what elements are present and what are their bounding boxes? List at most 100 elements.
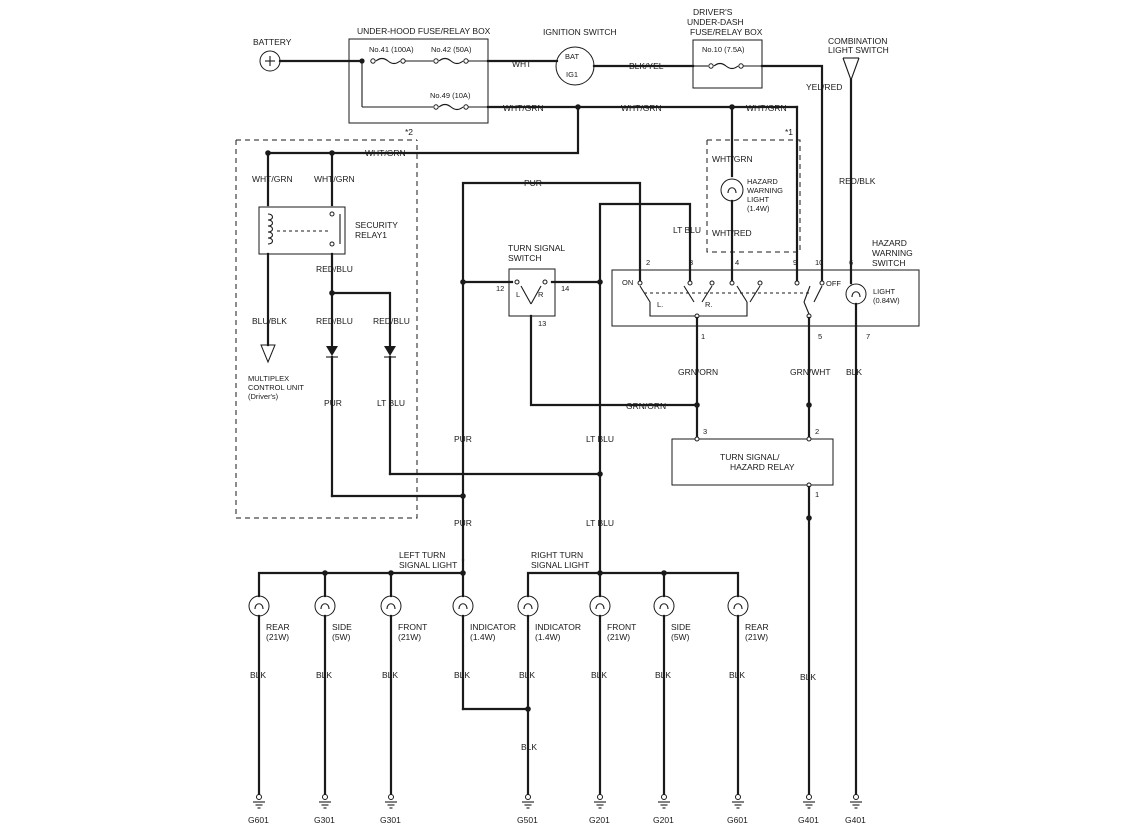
lamp-wire-label: BLK <box>382 670 398 680</box>
lamp-name: FRONT <box>607 622 636 632</box>
wire-wht-grn-2: WHT/GRN <box>621 103 662 113</box>
note-2-label: *2 <box>405 127 413 137</box>
under-dash-box-label-2: UNDER-DASH <box>687 17 744 27</box>
wire-blk-yel-label: BLK/YEL <box>629 61 664 71</box>
lamp-5: INDICATOR(1.4W) BLK <box>517 595 581 797</box>
wire-red-blu-3: RED/BLU <box>373 316 410 326</box>
bulb-icon <box>517 595 539 617</box>
ignition-bat-label: BAT <box>565 52 579 61</box>
lamp-watt: (21W) <box>266 632 289 642</box>
hazard-switch-bulb-icon <box>845 283 867 305</box>
ground-label: G401 <box>798 815 819 825</box>
lamp-name: INDICATOR <box>535 622 581 632</box>
filament-icon <box>659 603 669 610</box>
wire-wht-label: WHT <box>512 59 531 69</box>
ground-g301: G301 <box>314 794 335 825</box>
hazard-pin-2: 2 <box>646 258 650 267</box>
ignition-ig1-label: IG1 <box>566 70 578 79</box>
multiplex-label-1: MULTIPLEX <box>248 374 289 383</box>
wire-lt-blu-top: LT BLU <box>673 225 701 235</box>
turn-switch-l: L <box>516 290 520 299</box>
bulb-icon <box>248 595 270 617</box>
wire-lt-blu-sec: LT BLU <box>377 398 405 408</box>
lamp-name: FRONT <box>398 622 427 632</box>
wire-wht-grn-6: WHT/GRN <box>314 174 355 184</box>
ground-label: G201 <box>589 815 610 825</box>
lamp-name: SIDE <box>671 622 691 632</box>
hazard-light-label-2: WARNING <box>747 186 783 195</box>
lamp-watt: (21W) <box>607 632 630 642</box>
lamp-name: INDICATOR <box>470 622 516 632</box>
filament-icon <box>595 603 605 610</box>
hazard-light-bulb-label-1: LIGHT <box>873 287 896 296</box>
filament-icon <box>523 603 533 610</box>
hazard-pin-7: 7 <box>866 332 870 341</box>
lamp-watt: (21W) <box>745 632 768 642</box>
turn-switch-pin-14: 14 <box>561 284 569 293</box>
wire-wht-grn-5: WHT/GRN <box>252 174 293 184</box>
lamp-name: REAR <box>745 622 769 632</box>
turn-switch-pin-13: 13 <box>538 319 546 328</box>
bulb-icon <box>314 595 336 617</box>
bulb-icon <box>452 595 474 617</box>
wire-wht-grn-1: WHT/GRN <box>503 103 544 113</box>
bulb-icon <box>727 595 749 617</box>
wire-grn-wht-label: GRN/WHT <box>790 367 831 377</box>
lamp-2: SIDE(5W)BLK <box>314 595 352 797</box>
lamp-wire-label: BLK <box>729 670 745 680</box>
under-dash-box-label-1: DRIVER'S <box>693 7 733 17</box>
hazard-l-label: L. <box>657 300 663 309</box>
lamp-3: FRONT(21W) BLK <box>380 595 427 797</box>
wire-lt-blu-mid: LT BLU <box>586 434 614 444</box>
security-relay-section: *2 WHT/GRN WHT/GRN SECURITY RELAY1 RED/B… <box>235 127 602 519</box>
multiplex-ground-symbol <box>260 344 276 364</box>
filament-icon <box>320 603 330 610</box>
drivers-under-dash-fuse-relay-box: DRIVER'S UNDER-DASH FUSE/RELAY BOX No.10… <box>687 7 763 89</box>
hazard-light-label-4: (1.4W) <box>747 204 770 213</box>
ground-label: G301 <box>314 815 335 825</box>
hazard-warning-light-section: *1 WHT/GRN HAZARD WARNING LIGHT (1.4W) W… <box>706 105 801 285</box>
bulb-icon <box>589 595 611 617</box>
hazard-warning-bulb-icon <box>720 178 744 202</box>
note-1-label: *1 <box>785 127 793 137</box>
wire-blk-relay: BLK <box>800 672 816 682</box>
lamp-wire-label: BLK <box>316 670 332 680</box>
wire-pur-mid: PUR <box>454 434 472 444</box>
lamp-6: FRONT(21W)BLK <box>589 595 636 797</box>
hazard-pin-9: 9 <box>793 258 797 267</box>
hazard-pin-4: 4 <box>735 258 739 267</box>
hazard-warning-switch: HAZARD WARNING SWITCH 2 3 4 9 10 6 ON OF… <box>611 238 920 341</box>
lamp-watt: (21W) <box>398 632 421 642</box>
lamp-name: REAR <box>266 622 290 632</box>
combination-light-switch: COMBINATION LIGHT SWITCH <box>828 36 889 82</box>
fuse-42-label: No.42 (50A) <box>431 45 472 54</box>
lamp-watt: (1.4W) <box>535 632 561 642</box>
ground-g601: G601 <box>727 794 748 825</box>
relay-label-2: HAZARD RELAY <box>730 462 795 472</box>
multiplex-label-3: (Driver's) <box>248 392 279 401</box>
lamp-layer: REAR(21W)BLKSIDE(5W)BLKFRONT(21W)BLKINDI… <box>248 595 769 797</box>
fuse-49-label: No.49 (10A) <box>430 91 471 100</box>
ground-label: G301 <box>380 815 401 825</box>
hazard-on-label: ON <box>622 278 633 287</box>
filament-icon <box>386 603 396 610</box>
wire-red-blu-2: RED/BLU <box>316 316 353 326</box>
wire-lt-blu-low: LT BLU <box>586 518 614 528</box>
diode-right-icon <box>384 346 396 356</box>
lamp-1: REAR(21W)BLK <box>248 595 290 797</box>
lamp-wire-label: BLK <box>519 670 535 680</box>
wire-blk-hazard: BLK <box>846 367 862 377</box>
ground-label: G501 <box>517 815 538 825</box>
hazard-pin-10: 10 <box>815 258 823 267</box>
lamp-watt: (5W) <box>671 632 690 642</box>
ground-label: G201 <box>653 815 674 825</box>
turn-switch-label-2: SWITCH <box>508 253 542 263</box>
ground-g501: G501 <box>517 794 538 825</box>
wire-pur-low: PUR <box>454 518 472 528</box>
under-hood-box-label: UNDER-HOOD FUSE/RELAY BOX <box>357 26 491 36</box>
ground-g201: G201 <box>589 794 610 825</box>
relay-pin-2: 2 <box>815 427 819 436</box>
